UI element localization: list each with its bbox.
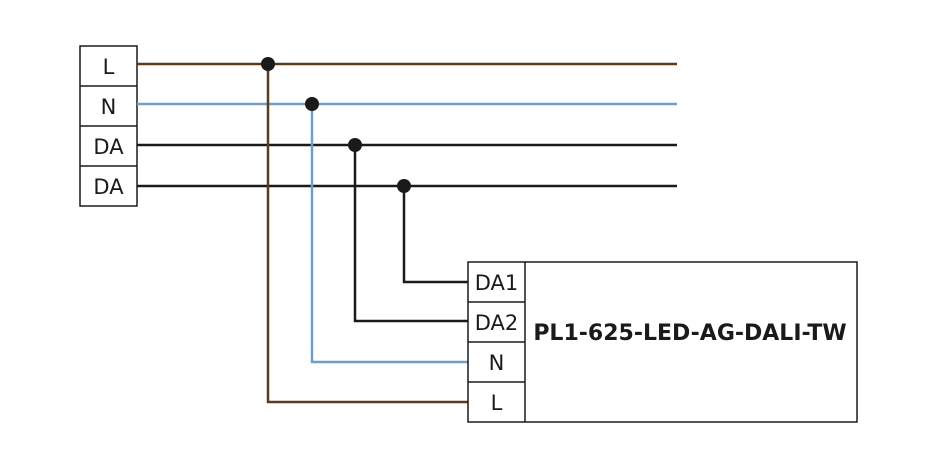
- terminal-label-n: N: [101, 95, 117, 119]
- device-model-label: PL1-625-LED-AG-DALI-TW: [533, 321, 846, 346]
- terminal-label-l: L: [103, 55, 115, 79]
- terminal-label-da-1: DA: [93, 135, 124, 159]
- terminal-label-da-2: DA: [93, 175, 124, 199]
- device-terminal-n: N: [489, 351, 505, 375]
- da1-drop-wire: [402, 186, 468, 284]
- live-drop-wire: [266, 64, 468, 404]
- junction-dot-da2: [348, 138, 362, 152]
- device-terminal-da2: DA2: [475, 311, 519, 335]
- junction-dot-da1: [397, 179, 411, 193]
- device-terminal-da1: DA1: [475, 271, 519, 295]
- terminal-block: L N DA DA: [79, 45, 138, 207]
- device-frame: [467, 261, 858, 423]
- da2-drop-wire: [353, 145, 468, 323]
- device-terminal-l: L: [491, 391, 503, 415]
- junction-dot-live: [261, 57, 275, 71]
- neutral-drop-wire: [310, 104, 468, 364]
- device-box: DA1 DA2 N L PL1-625-LED-AG-DALI-TW: [467, 261, 858, 423]
- junction-dot-neutral: [305, 97, 319, 111]
